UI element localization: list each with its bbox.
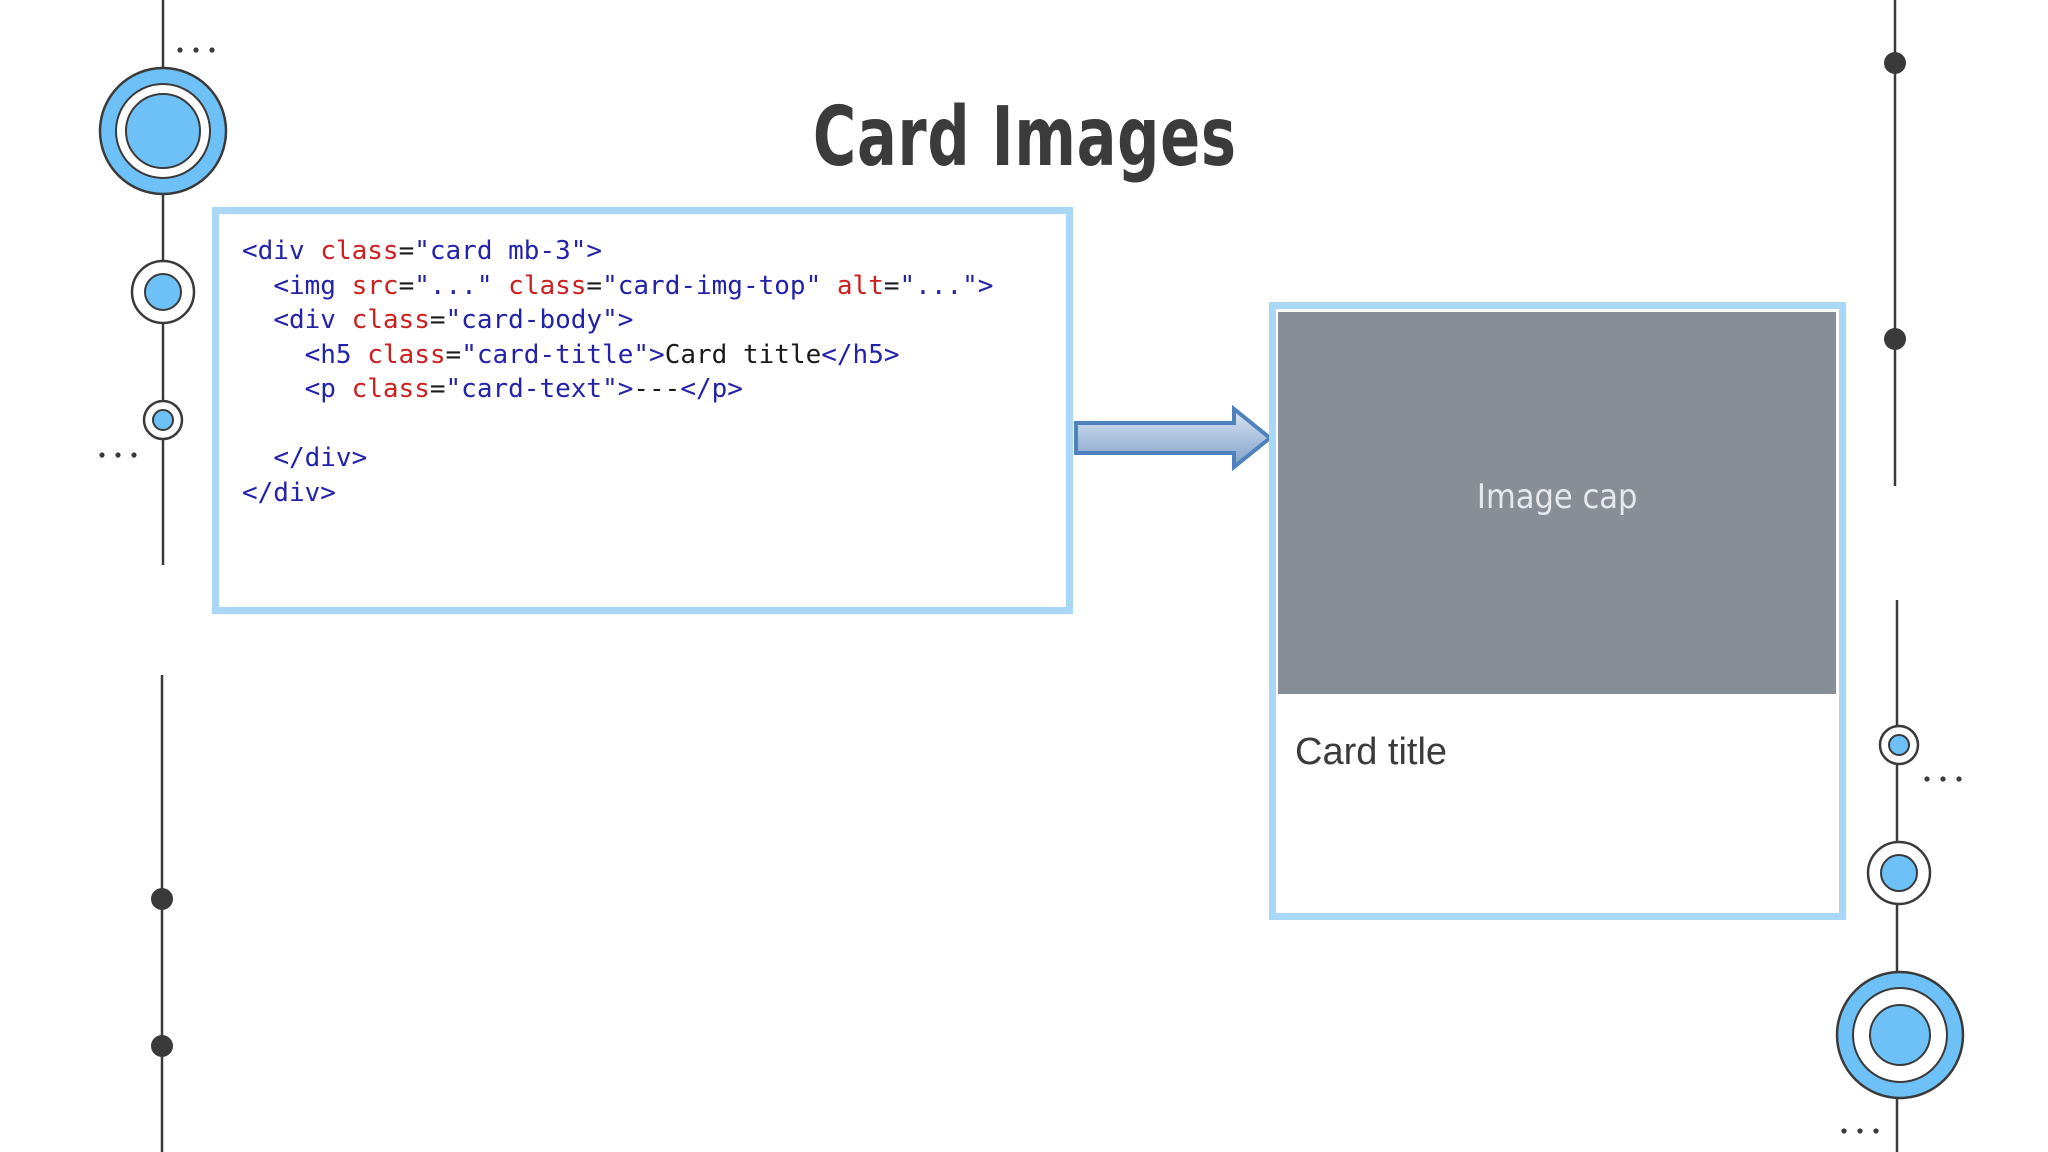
left-ellipsis-icon <box>99 47 215 458</box>
code-token: --- <box>633 374 681 404</box>
code-token: = <box>883 270 900 301</box>
code-token: = <box>429 374 446 404</box>
right-arrow-icon <box>1074 405 1274 471</box>
code-line: <h5 class="card-title">Card title</h5> <box>242 340 900 370</box>
code-token: > <box>617 305 634 335</box>
code-token <box>242 374 305 404</box>
code-line: <div class="card-body"> <box>242 305 633 335</box>
code-token: = <box>429 305 446 335</box>
code-token: class <box>351 305 430 335</box>
code-token: = <box>586 270 603 301</box>
code-line: <p class="card-text">---</p> <box>242 374 743 404</box>
code-token: </h5> <box>821 339 900 370</box>
right-node-dot-icon <box>1884 52 1906 74</box>
code-token: class <box>508 270 587 301</box>
code-line: <img src="..." class="card-img-top" alt=… <box>242 271 993 301</box>
code-token: "card-title" <box>461 339 650 370</box>
code-token: = <box>445 339 462 370</box>
code-token: <p <box>304 374 352 404</box>
code-token: </div> <box>273 443 368 473</box>
right-large-ring-icon <box>1835 970 1965 1100</box>
code-token <box>242 271 273 301</box>
code-token: "card-body" <box>445 305 618 335</box>
left-medium-ring-icon <box>130 259 196 325</box>
slide-title: Card Images <box>812 90 1237 185</box>
code-token: <img <box>273 270 352 301</box>
code-token: "card-text" <box>445 374 618 404</box>
code-token: "card-img-top" <box>602 270 837 301</box>
code-token: > <box>649 339 665 370</box>
left-node-dot-icon <box>151 888 173 910</box>
code-token: <h5 <box>304 339 368 370</box>
code-line: <div class="card mb-3"> <box>242 236 602 266</box>
card-title: Card title <box>1295 731 1448 773</box>
card-preview: Image cap Card title <box>1269 302 1846 920</box>
code-token: "card mb-3" <box>414 236 587 266</box>
code-token: class <box>320 236 399 266</box>
code-snippet: <div class="card mb-3"> <img src="..." c… <box>242 234 993 510</box>
code-token: = <box>398 236 415 266</box>
code-token: <div <box>273 305 352 335</box>
code-token <box>242 443 273 473</box>
code-token: "..." <box>899 270 978 301</box>
code-token: src <box>351 270 399 301</box>
left-large-ring-icon <box>98 66 228 196</box>
code-token: class <box>351 374 430 404</box>
right-small-ring-icon <box>1878 724 1920 766</box>
code-token: > <box>977 270 994 301</box>
code-box: <div class="card mb-3"> <img src="..." c… <box>212 207 1073 614</box>
code-line: </div> <box>242 478 336 508</box>
code-token: "..." <box>414 270 509 301</box>
code-token: class <box>367 339 446 370</box>
code-token: alt <box>836 270 884 301</box>
code-token: Card title <box>664 339 822 370</box>
code-token: </p> <box>680 374 743 404</box>
card-image-placeholder: Image cap <box>1278 312 1836 694</box>
code-token <box>242 340 305 370</box>
code-token: > <box>617 374 634 404</box>
left-node-dot-icon <box>151 1035 173 1057</box>
code-line: </div> <box>242 443 367 473</box>
code-token: </div> <box>242 477 336 508</box>
image-cap-text: Image cap <box>1476 477 1638 517</box>
code-token: = <box>398 270 415 301</box>
code-token: > <box>586 236 603 266</box>
code-token <box>242 305 273 335</box>
right-node-dot-icon <box>1884 328 1906 350</box>
left-small-ring-icon <box>142 399 184 441</box>
code-token: <div <box>242 236 321 266</box>
right-medium-ring-icon <box>1866 840 1932 906</box>
right-ellipsis-icon <box>1841 776 1962 1134</box>
